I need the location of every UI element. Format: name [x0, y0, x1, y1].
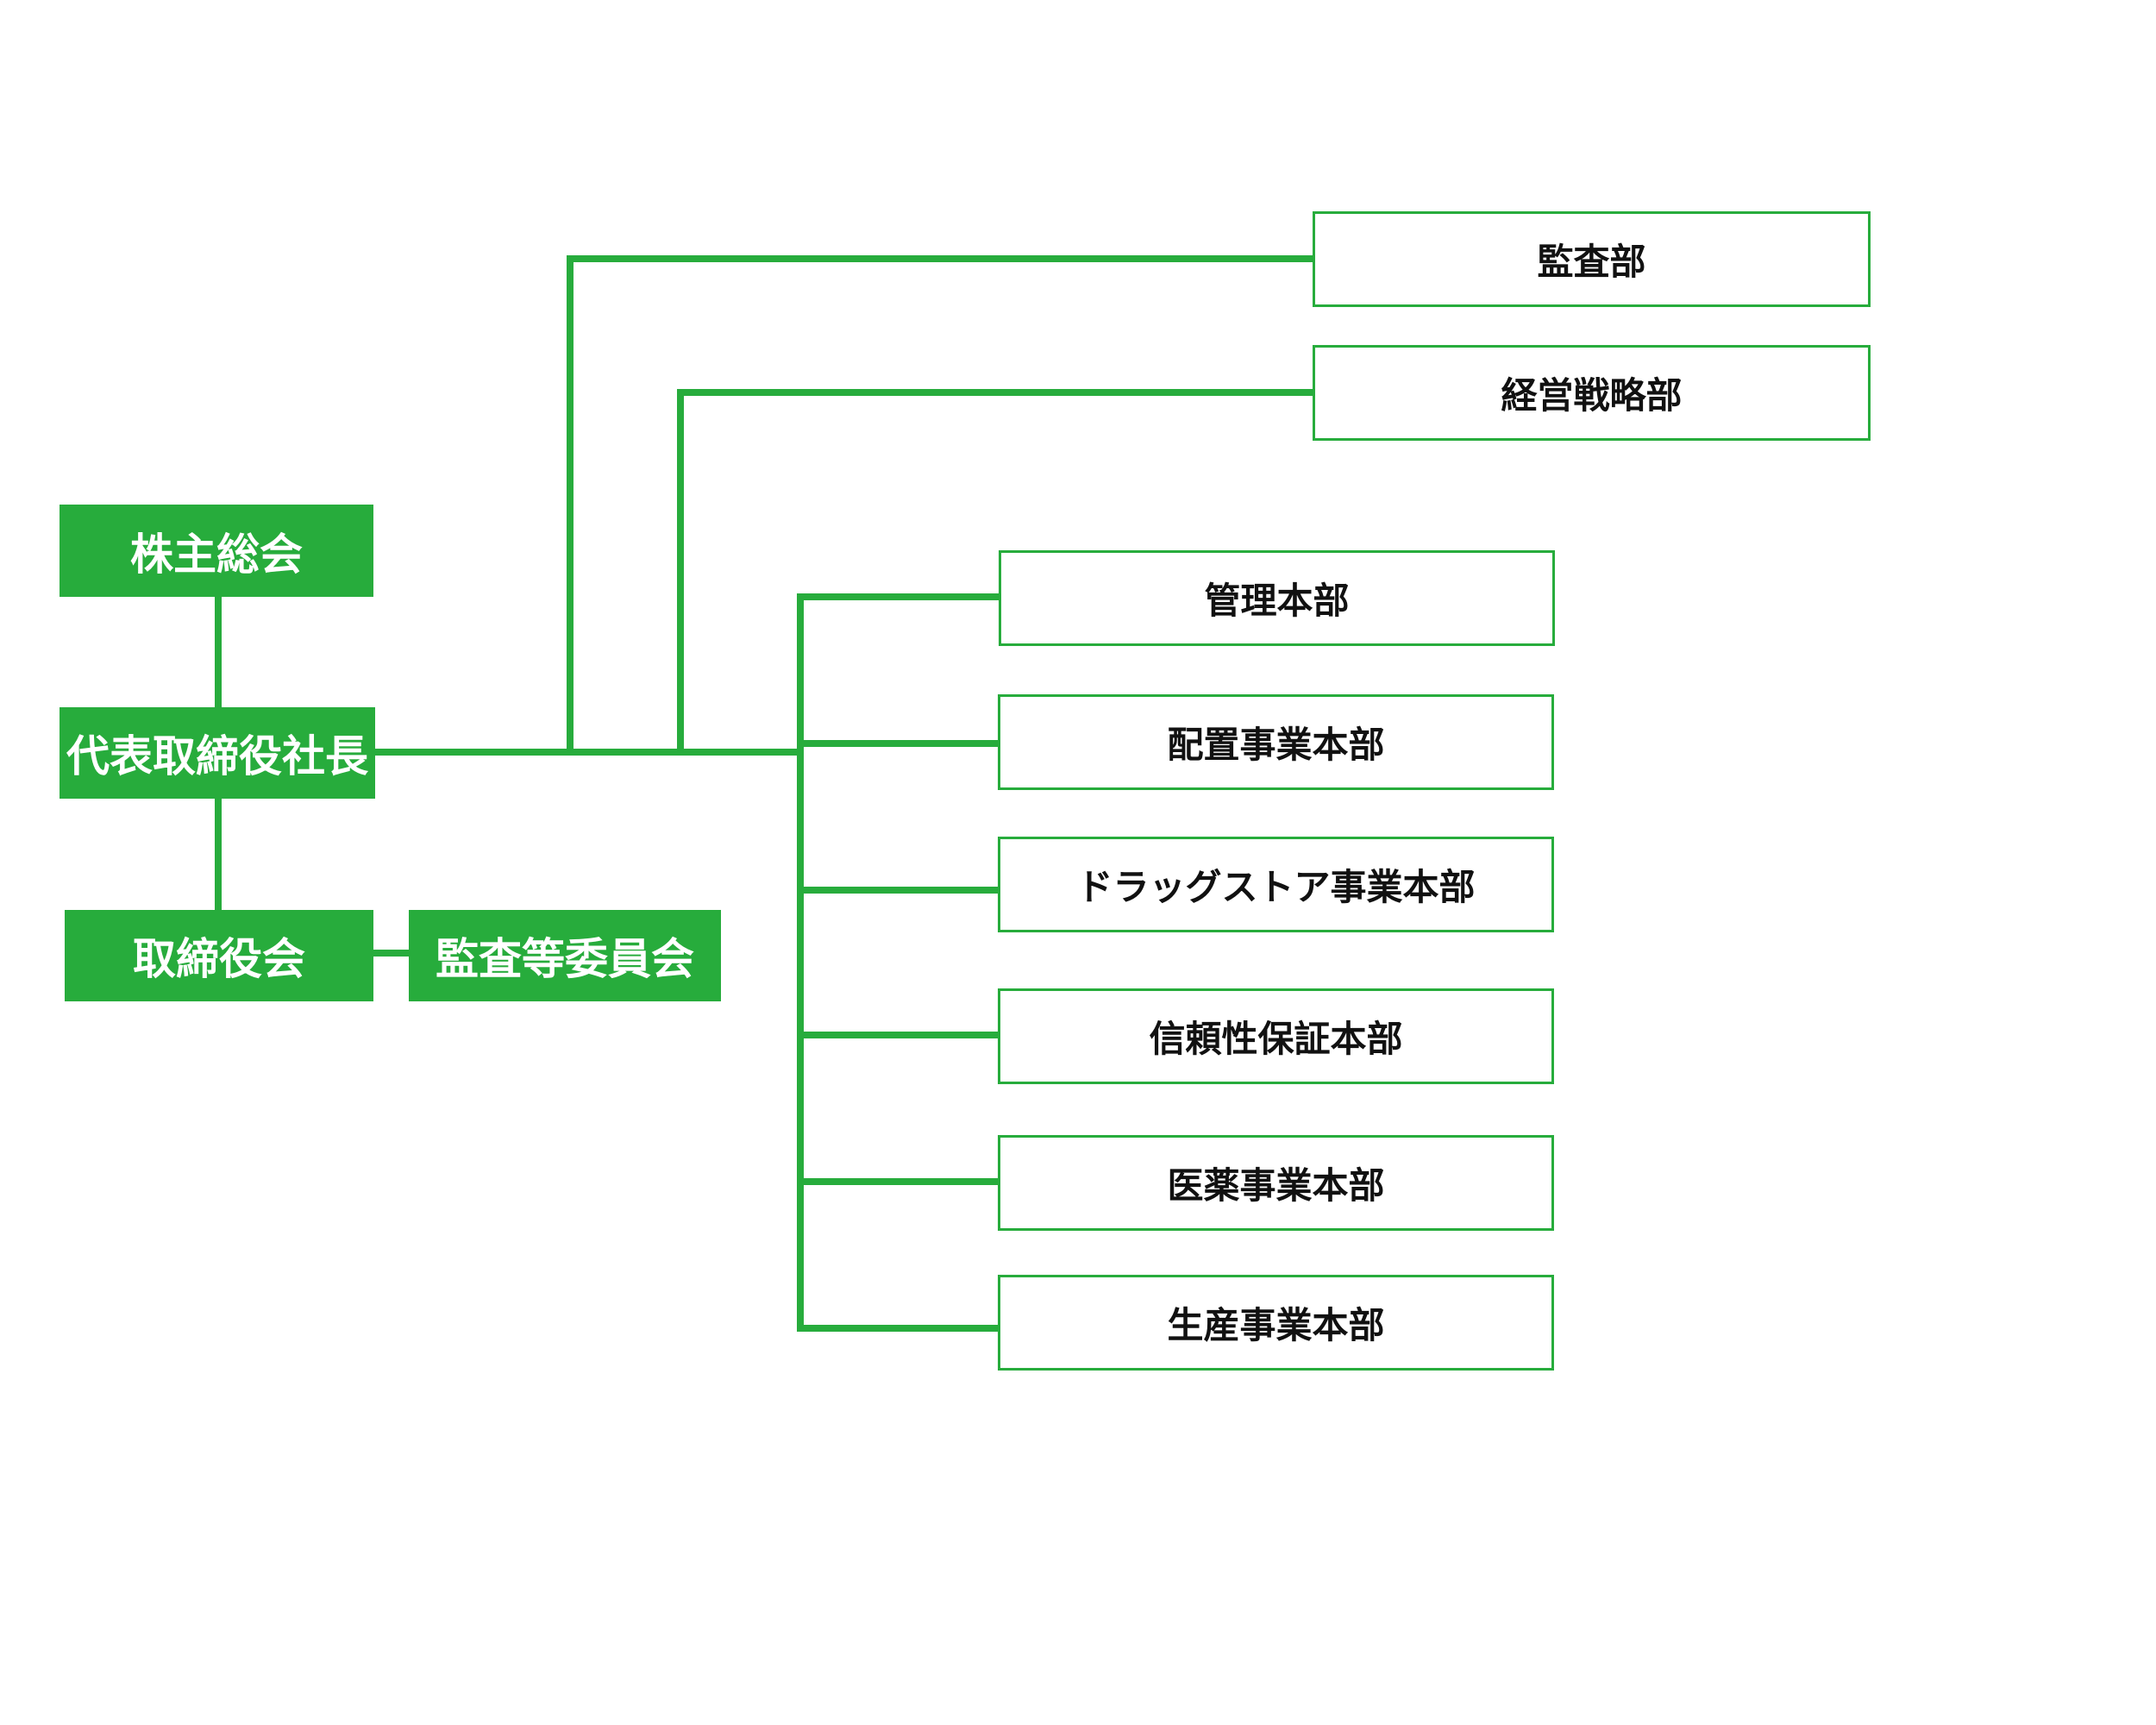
division-box-quality-assurance: 信頼性保証本部 [998, 988, 1554, 1084]
corporate-strategy-department-box: 経営戦略部 [1313, 345, 1871, 441]
shareholders-meeting-box: 株主総会 [60, 505, 373, 597]
division-box-production: 生産事業本部 [998, 1275, 1554, 1371]
audit-department-box: 監査部 [1313, 211, 1871, 307]
president-box: 代表取締役社長 [60, 707, 375, 799]
division-box-administration: 管理本部 [999, 550, 1555, 646]
division-box-pharmaceutical: 医薬事業本部 [998, 1135, 1554, 1231]
board-of-directors-box: 取締役会 [65, 910, 373, 1001]
division-box-placement: 配置事業本部 [998, 694, 1554, 790]
division-box-drugstore: ドラッグストア事業本部 [998, 837, 1554, 932]
audit-committee-box: 監査等委員会 [409, 910, 721, 1001]
